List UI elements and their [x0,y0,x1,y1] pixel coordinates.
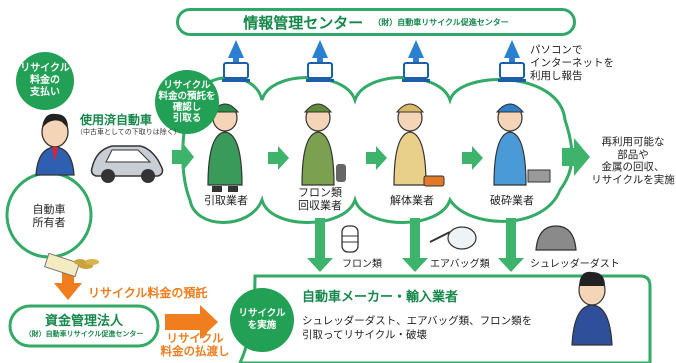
report-arrows [228,40,520,64]
used-car-note: （中古車としての下取りは除く） [76,128,181,136]
pc-report-label: パソコンで インターネットを 利用し報告 [530,44,614,82]
computer-icon [499,62,525,79]
car-illustration [90,145,164,183]
shredder-dust-icon [535,225,577,251]
info-center-box: 情報管理センター （財）自動車リサイクル促進センター [176,8,576,36]
owner-illustration [35,113,75,176]
computer-icons [223,62,525,79]
item-label-shredder-dust: シュレッダーダスト [530,259,620,270]
worker-label-4: 破砕業者 [490,194,534,207]
payment-illustration [43,252,99,278]
flow-arrow [462,146,483,170]
report-arrow [408,40,424,64]
flow-arrow [268,146,289,170]
maker-title: 自動車メーカー・輸入業者 [302,290,459,305]
worker-label-3: 解体業者 [390,194,434,207]
owner-payment-bubble: リサイクル 料金の 支払い [16,52,74,110]
output-arrow [307,218,333,272]
report-arrow [312,40,328,64]
worker-label-2: フロン類 回収業者 [298,186,342,212]
used-car-title: 使用済自動車 [80,113,153,127]
deposit-label: リサイクル料金の預託 [88,286,208,300]
computer-icon [223,62,249,79]
fund-subtitle: （財）自動車リサイクル促進センター [24,330,144,338]
item-label-freon: フロン類 [342,259,382,270]
output-arrow [402,218,428,272]
output-arrow [498,218,524,272]
worker-illustration-2 [301,103,346,186]
worker-label-1: 引取業者 [204,194,248,207]
gas-cylinder-icon [341,225,359,253]
payout-label: リサイクル 料金の払渡し [160,331,230,358]
report-arrow [228,40,244,64]
item-label-airbag: エアバッグ類 [430,259,490,270]
collector-bubble: リサイクル 料金の預託を 確認し 引取る [155,70,219,134]
owner-label: 自動車 所有者 [32,203,66,229]
maker-description: シュレッダーダスト、エアバッグ類、フロン類を 引取ってリサイクル・破壊 [302,315,533,341]
worker-illustration-1 [207,103,243,192]
recycle-circle: リサイクル を実施 [230,288,294,352]
fund-title: 資金管理法人 [44,314,123,329]
payout-arrow [165,305,218,339]
flow-arrows [172,138,590,176]
info-center-title: 情報管理センター [243,13,364,32]
airbag-icon [429,226,477,250]
worker-illustration-4 [493,103,551,186]
computer-icon [307,62,333,79]
output-arrows [307,218,524,272]
flow-arrow-in [172,142,194,172]
flow-arrow [366,146,387,170]
computer-icon [403,62,429,79]
fund-box [8,304,160,348]
report-arrow [504,40,520,64]
info-center-subtitle: （財）自動車リサイクル促進センター [373,17,509,27]
maker-illustration [571,271,613,346]
reuse-label: 再利用可能な 部品や 金属の回収、 リサイクルを実施 [591,136,675,186]
deposit-arrow [54,272,82,300]
worker-illustration-3 [393,103,445,187]
flow-arrow-out [562,138,590,176]
